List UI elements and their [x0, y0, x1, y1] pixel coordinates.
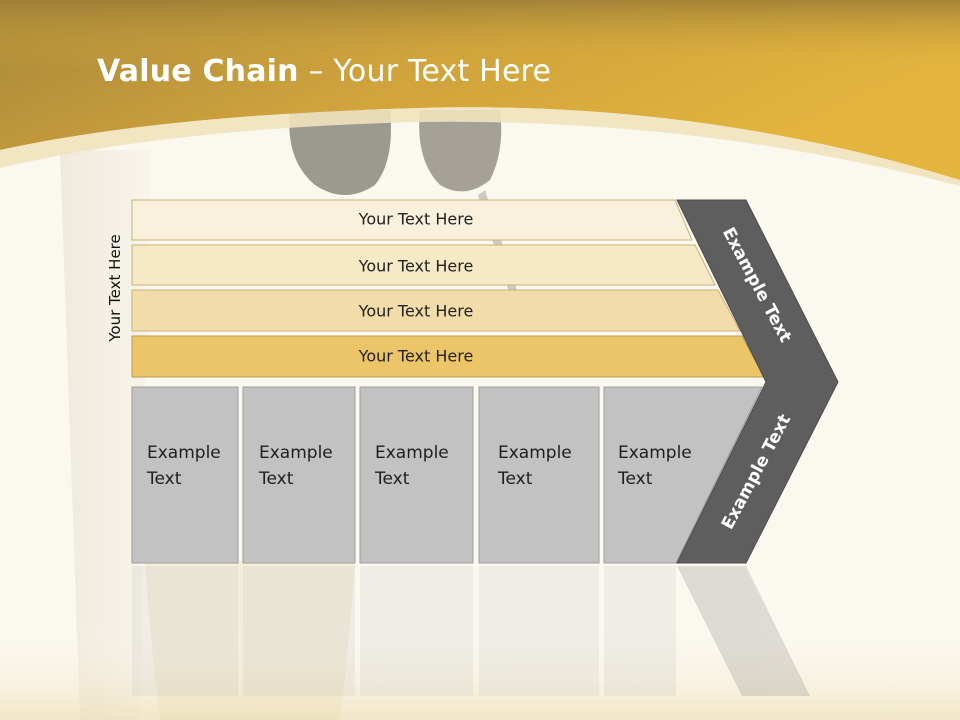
column-5-line1: Example — [618, 443, 692, 463]
column-3-line2: Text — [375, 469, 410, 489]
chevron-arrow — [676, 199, 839, 564]
column-2-line2: Text — [259, 469, 294, 489]
column-4-line2: Text — [498, 469, 533, 489]
column-1-line1: Example — [147, 443, 221, 463]
page-title: Value Chain – Your Text Here — [97, 54, 551, 89]
title-rest: – Your Text Here — [298, 54, 552, 89]
column-5 — [603, 386, 763, 564]
column-2 — [242, 386, 356, 564]
column-4 — [478, 386, 600, 564]
example-columns — [131, 386, 763, 564]
bar-2 — [131, 244, 716, 286]
column-3 — [359, 386, 474, 564]
column-4-line1: Example — [498, 443, 572, 463]
column-2-line1: Example — [259, 443, 333, 463]
text-bars — [131, 199, 765, 378]
bar-4-label: Your Text Here — [358, 346, 474, 366]
column-3-line1: Example — [375, 443, 449, 463]
header-band — [0, 0, 960, 186]
bar-2-label: Your Text Here — [358, 256, 474, 276]
bar-3-label: Your Text Here — [358, 301, 474, 321]
bar-3 — [131, 289, 741, 332]
column-1 — [131, 386, 239, 564]
column-1-line2: Text — [147, 469, 182, 489]
side-label: Your Text Here — [106, 234, 124, 342]
bar-1-label: Your Text Here — [358, 209, 474, 229]
bar-1 — [131, 199, 693, 241]
reflection-shapes — [132, 566, 810, 696]
title-bold: Value Chain — [97, 54, 299, 89]
column-5-line2: Text — [618, 469, 653, 489]
